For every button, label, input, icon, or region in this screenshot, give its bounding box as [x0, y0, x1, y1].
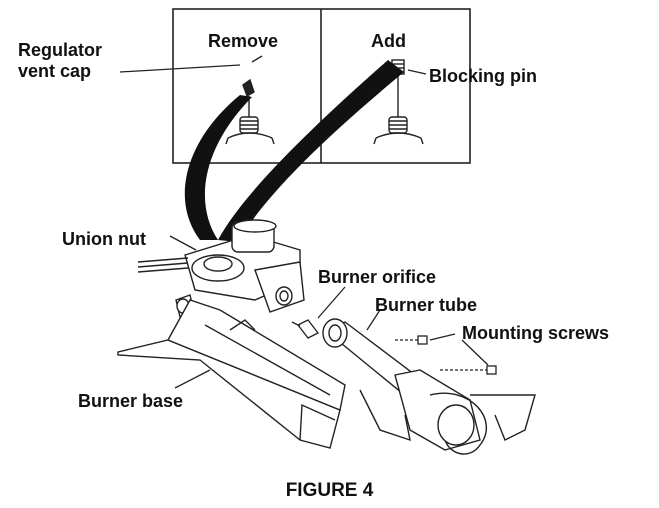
leader-mounting-screws-upper — [429, 333, 456, 341]
regulator-detail-remove — [225, 55, 275, 145]
zoom-band-left — [184, 95, 252, 240]
label-regulator-vent-cap-line1: Regulator — [18, 40, 103, 60]
figure-caption: FIGURE 4 — [285, 480, 374, 501]
heading-add: Add — [371, 31, 406, 51]
label-burner-base: Burner base — [78, 391, 184, 411]
label-burner-tube: Burner tube — [375, 295, 478, 315]
zoom-band-right — [218, 60, 404, 242]
burner-base — [117, 299, 346, 449]
leader-union-nut — [169, 235, 197, 251]
burner-orifice — [291, 319, 319, 339]
label-union-nut: Union nut — [62, 229, 146, 249]
leader-burner-orifice — [317, 286, 346, 319]
leader-burner-tube — [366, 309, 381, 331]
label-blocking-pin: Blocking pin — [429, 66, 537, 86]
label-regulator-vent-cap-line2: vent cap — [18, 61, 92, 81]
leader-mounting-screws-lower — [461, 339, 489, 366]
burner-tube — [322, 318, 536, 455]
heading-remove: Remove — [208, 31, 279, 51]
leader-lines — [119, 64, 489, 389]
zoom-bands — [184, 60, 404, 242]
leader-blocking-pin — [407, 69, 427, 75]
label-burner-orifice: Burner orifice — [318, 267, 437, 287]
mounting-screws — [395, 335, 497, 375]
label-mounting-screws: Mounting screws — [462, 323, 610, 343]
leader-regulator-vent-cap — [119, 64, 241, 73]
leader-burner-base — [174, 369, 211, 389]
gas-valve — [137, 219, 305, 318]
